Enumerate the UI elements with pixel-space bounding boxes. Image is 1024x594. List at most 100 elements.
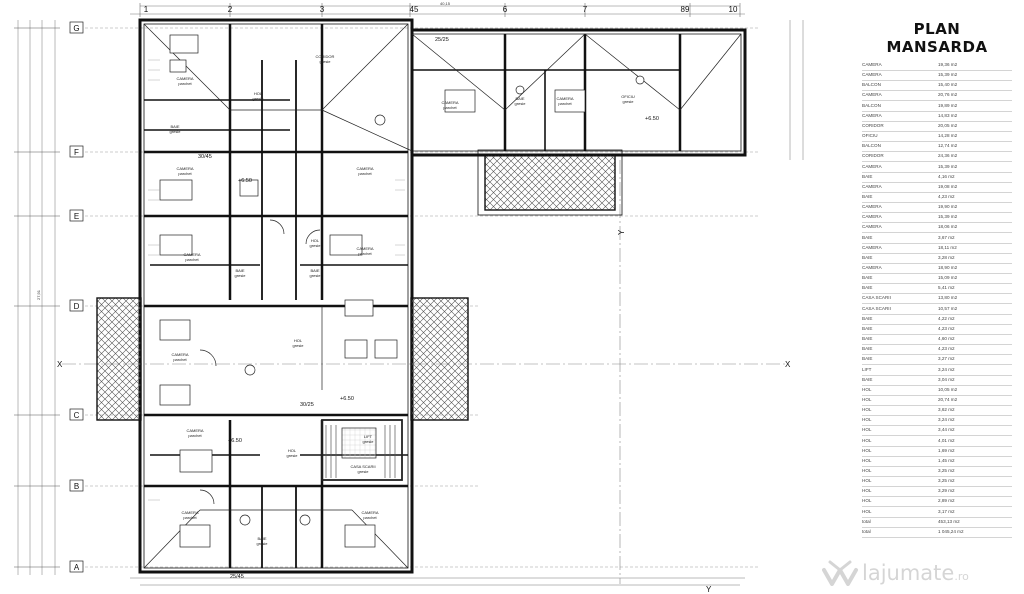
legend-room-area: 20,05 m2 — [938, 122, 958, 128]
svg-text:parchet: parchet — [363, 515, 377, 520]
legend-room-area: 15,09 m2 — [938, 275, 958, 281]
svg-text:parchet: parchet — [183, 515, 197, 520]
legend-room-area: 3,24 m2 — [938, 417, 955, 423]
legend-room-name: CAMERA — [862, 214, 882, 220]
svg-text:BAIE: BAIE — [310, 268, 319, 273]
legend-room-area: 1 045,24 m2 — [938, 528, 964, 534]
legend-room-area: 18,90 m2 — [938, 265, 958, 270]
legend-room-area: 14,83 m2 — [938, 112, 958, 118]
legend-room-name: LIFT — [862, 366, 872, 372]
dimension-lines — [14, 3, 804, 586]
legend-room-name: BAIE — [862, 356, 873, 362]
svg-text:CAMERA: CAMERA — [176, 166, 193, 171]
roof-lines — [143, 23, 742, 569]
legend-room-area: 4,16 m2 — [938, 173, 955, 179]
legend-room-area: 13,80 m2 — [938, 295, 958, 301]
legend-room-name: BAIE — [862, 234, 873, 240]
legend-row: total 1 045,24 m2 — [862, 527, 1012, 538]
legend-room-area: 3,27 m2 — [938, 356, 955, 362]
legend-room-name: CAMERA — [862, 244, 882, 250]
svg-text:parchet: parchet — [558, 101, 572, 106]
legend-room-name: BAIE — [862, 254, 873, 260]
svg-text:gresie: gresie — [253, 96, 265, 101]
legend-room-area: 2,89 m2 — [938, 498, 955, 504]
legend-row: HOL 3,25 m2 — [862, 476, 1012, 488]
column-axis-markers: 1 2 3 45 6 7 89 10 — [144, 5, 738, 14]
legend-room-name: HOL — [862, 407, 872, 413]
floor-plan-drawing: 1 2 3 45 6 7 89 10 G F E D C B A X X Y Y… — [14, 1, 804, 594]
legend-room-name: HOL — [862, 417, 872, 423]
legend-room-area: 1,69 m2 — [938, 447, 955, 453]
svg-text:gresie: gresie — [515, 101, 527, 106]
balconies — [96, 149, 623, 421]
section-marker: X — [57, 360, 63, 369]
legend-room-name: BAIE — [862, 315, 873, 321]
elevation-marks: +6.50 +6.50 +6.50 +6.50 — [228, 116, 659, 444]
legend-title-line2: MANSARDA — [886, 38, 988, 56]
legend-room-area: 3,25 m2 — [938, 468, 955, 473]
column-tag: 25/25 — [435, 37, 449, 43]
column-tag: 25/45 — [230, 574, 244, 580]
legend-room-area: 3,29 m2 — [938, 488, 955, 494]
legend-room-area: 4,01 m2 — [938, 437, 955, 443]
legend-row: HOL 3,24 m2 — [862, 415, 1012, 427]
elevation-mark: +6.50 — [340, 396, 354, 402]
legend-room-area: 18,06 m2 — [938, 224, 958, 230]
legend-row: HOL 1,69 m2 — [862, 446, 1012, 457]
svg-text:HOL: HOL — [294, 338, 303, 343]
axis-label: F — [74, 148, 79, 157]
axis-label: D — [74, 302, 80, 311]
legend-room-name: BAIE — [862, 336, 873, 342]
axis-label: E — [74, 212, 79, 221]
legend-room-name: BAIE — [862, 376, 873, 382]
legend-room-area: 20,76 m2 — [938, 92, 958, 98]
legend-room-name: HOL — [862, 478, 872, 484]
legend-room-area: 15,40 m2 — [938, 82, 958, 88]
legend-room-name: HOL — [862, 508, 872, 514]
overall-height: 27,91 — [36, 289, 41, 300]
svg-text:parchet: parchet — [358, 251, 372, 256]
svg-text:CAMERA: CAMERA — [186, 428, 203, 433]
legend-room-name: total — [862, 528, 871, 534]
legend-room-area: 3,28 m2 — [938, 254, 955, 260]
watermark-brand: lajumate — [862, 561, 955, 585]
svg-text:gresie: gresie — [293, 343, 305, 348]
svg-text:gresie: gresie — [320, 59, 332, 64]
legend-room-name: CAMERA — [862, 62, 882, 67]
legend-room-name: CORIDOR — [862, 153, 884, 159]
legend-room-name: HOL — [862, 447, 872, 453]
svg-text:gresie: gresie — [235, 273, 247, 278]
legend-room-area: 3,25 m2 — [938, 478, 955, 484]
legend-room-name: CAMERA — [862, 183, 882, 189]
svg-text:CAMERA: CAMERA — [171, 352, 188, 357]
legend-room-name: CASA SCARII — [862, 305, 891, 311]
axis-label: 45 — [410, 5, 419, 14]
